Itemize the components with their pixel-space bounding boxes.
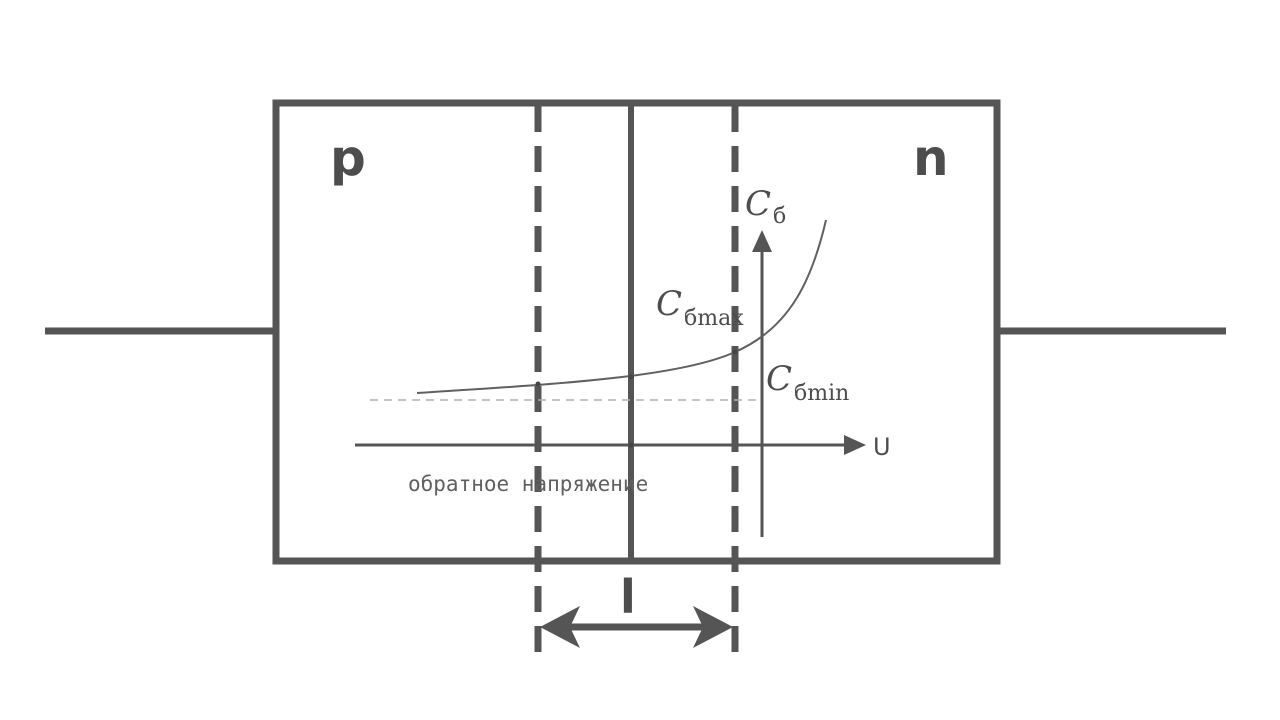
n-region-label: n xyxy=(913,129,949,187)
axis-point-center xyxy=(628,442,634,448)
width-arrowhead-right xyxy=(693,606,733,648)
cmin-label: Cбmin xyxy=(766,359,849,406)
x-axis-arrowhead xyxy=(844,435,866,455)
capacitance-curve xyxy=(416,219,827,394)
x-axis-caption: обратное напряжение xyxy=(408,472,648,496)
curve-point-right xyxy=(732,349,738,355)
curve-point-center xyxy=(628,374,634,380)
cmax-label: Cбmax xyxy=(656,284,744,331)
y-axis-label: Cб xyxy=(745,184,786,229)
depletion-width-label: l xyxy=(620,570,636,624)
p-region-label: p xyxy=(330,129,366,187)
curve-point-left xyxy=(535,381,541,387)
x-axis-label: U xyxy=(873,433,891,461)
y-axis-arrowhead xyxy=(752,230,772,252)
width-arrowhead-left xyxy=(540,606,580,648)
semiconductor-body xyxy=(272,99,1001,565)
